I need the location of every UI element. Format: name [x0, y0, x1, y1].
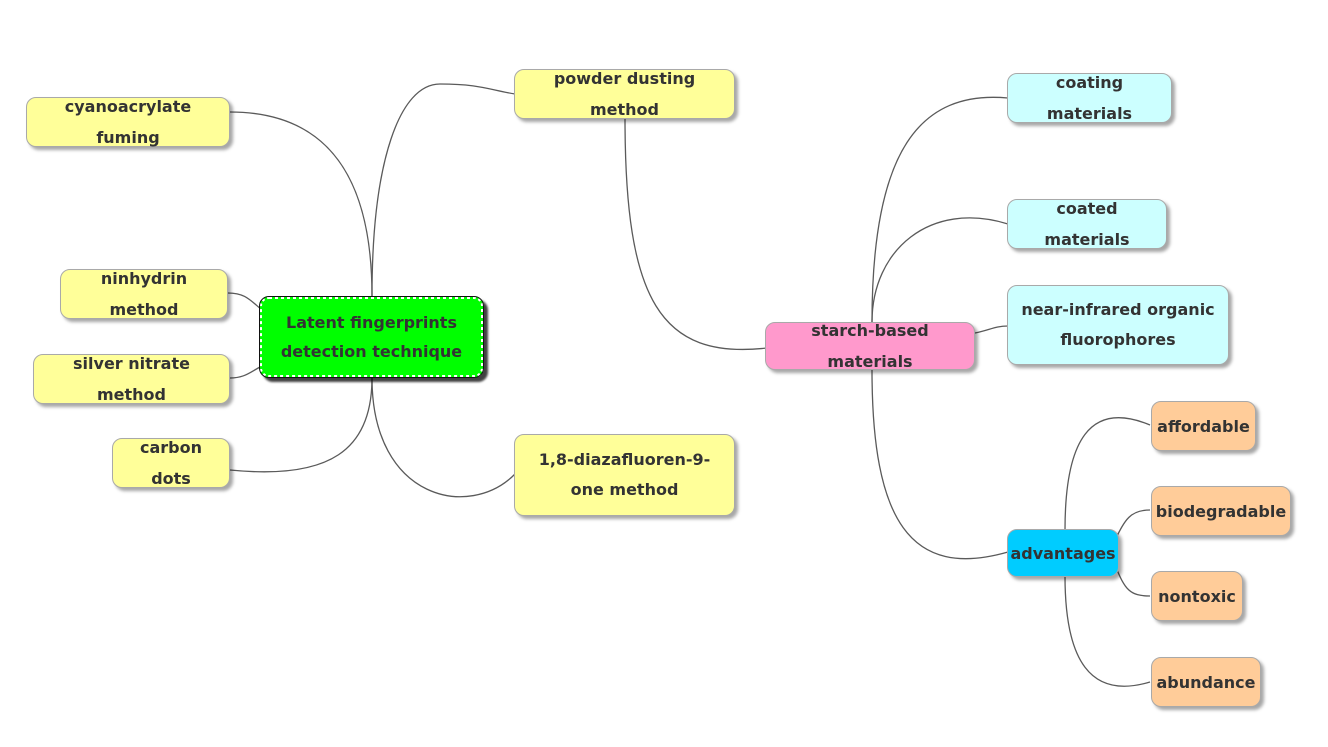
node-label: carbon dots	[139, 438, 202, 488]
node-label: starch-based materials	[811, 321, 929, 371]
node-coated-materials[interactable]: coated materials	[1007, 199, 1167, 249]
node-label: silver nitrate method	[73, 354, 190, 404]
link-starch-coated	[871, 217, 1009, 323]
node-cyanoacrylate-fuming[interactable]: cyanoacrylate fuming	[26, 97, 230, 147]
node-silver-nitrate-method[interactable]: silver nitrate method	[33, 354, 230, 404]
link-powder-starch	[624, 117, 768, 350]
node-near-infrared-organic-fluorophores[interactable]: near-infrared organic fluorophores	[1007, 285, 1229, 365]
node-dfo-method[interactable]: 1,8-diazafluoren-9-one method	[514, 434, 735, 516]
node-label: advantages	[1010, 543, 1116, 563]
node-coating-materials[interactable]: coating materials	[1007, 73, 1172, 123]
node-biodegradable[interactable]: biodegradable	[1151, 486, 1291, 536]
link-adv-affordable	[1064, 417, 1151, 531]
link-starch-coating	[871, 96, 1009, 323]
link-root-ninhydrin	[227, 292, 263, 311]
link-starch-nir	[974, 325, 1009, 334]
root-label: Latent fingerprints detection technique	[280, 313, 463, 361]
node-label: 1,8-diazafluoren-9-one method	[538, 450, 711, 499]
node-affordable[interactable]: affordable	[1151, 401, 1256, 451]
node-powder-dusting-method[interactable]: powder dusting method	[514, 69, 735, 119]
node-label: affordable	[1157, 416, 1250, 436]
node-nontoxic[interactable]: nontoxic	[1151, 571, 1243, 621]
node-label: abundance	[1156, 672, 1256, 692]
link-adv-nontoxic	[1114, 564, 1151, 597]
link-root-cyanoacrylate	[229, 111, 373, 297]
node-label: nontoxic	[1158, 586, 1236, 606]
node-label: coating materials	[1046, 73, 1133, 123]
link-starch-advantages	[871, 369, 1009, 560]
link-root-dfo	[371, 377, 516, 498]
node-starch-based-materials[interactable]: starch-based materials	[765, 321, 975, 371]
node-label: cyanoacrylate fuming	[64, 97, 192, 147]
node-label: powder dusting method	[553, 69, 696, 119]
link-root-silver	[229, 365, 263, 379]
node-label: coated materials	[1044, 199, 1130, 249]
link-root-powder	[371, 83, 516, 297]
node-ninhydrin-method[interactable]: ninhydrin method	[60, 269, 228, 319]
node-abundance[interactable]: abundance	[1151, 657, 1261, 707]
link-adv-biodegradable	[1114, 509, 1151, 541]
link-adv-abundance	[1064, 575, 1151, 687]
node-label: ninhydrin method	[100, 269, 188, 319]
node-advantages[interactable]: advantages	[1007, 529, 1119, 577]
node-label: biodegradable	[1155, 501, 1287, 521]
node-carbon-dots[interactable]: carbon dots	[112, 438, 230, 488]
link-root-carbon	[229, 377, 373, 473]
root-node[interactable]: Latent fingerprints detection technique	[259, 296, 484, 378]
node-label: near-infrared organic fluorophores	[1021, 300, 1215, 349]
